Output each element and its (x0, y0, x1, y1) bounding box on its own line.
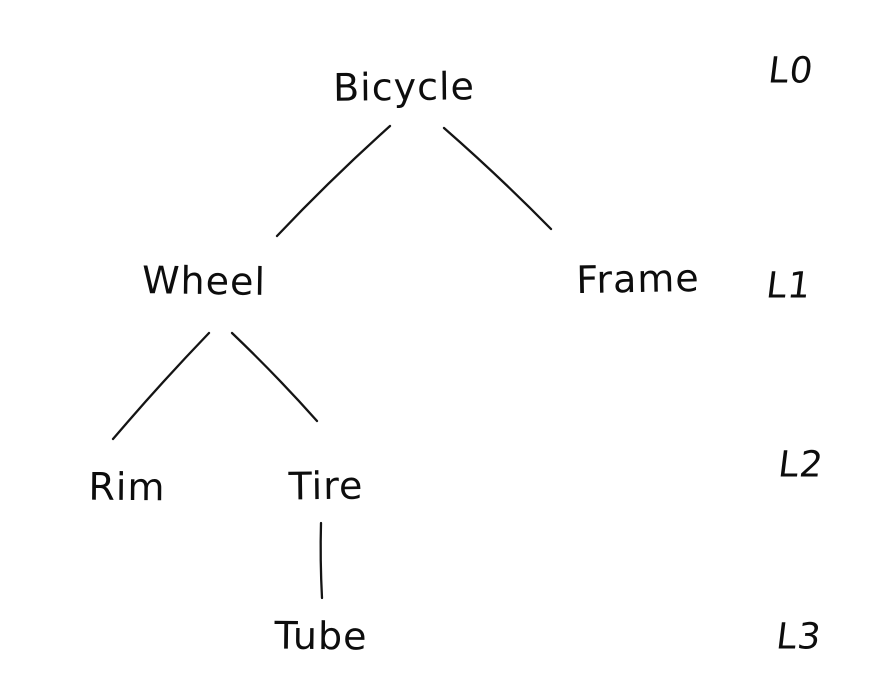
node-tire: Tire (288, 463, 364, 509)
edge-tire-tube (319, 521, 324, 600)
node-rim: Rim (88, 464, 166, 510)
node-wheel: Wheel (141, 258, 267, 304)
level-label-l1: L1 (763, 265, 815, 307)
edge-bicycle-wheel (275, 124, 392, 238)
node-bicycle: Bicycle (332, 64, 476, 110)
edge-wheel-rim (111, 331, 211, 441)
level-label-l0: L0 (765, 50, 817, 92)
level-label-l2: L2 (775, 444, 827, 486)
node-tube: Tube (274, 613, 368, 659)
node-frame: Frame (575, 255, 701, 303)
edge-bicycle-frame (442, 126, 553, 231)
level-label-l3: L3 (773, 616, 825, 658)
edge-wheel-tire (230, 331, 319, 423)
